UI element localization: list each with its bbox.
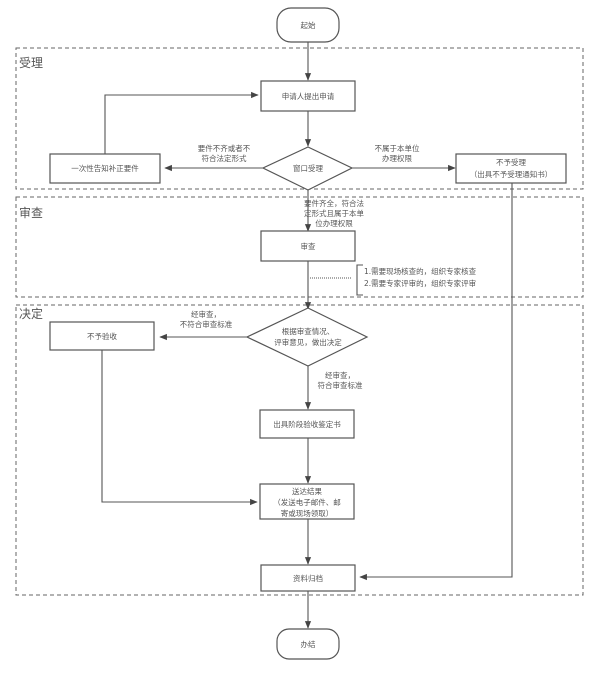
label-pass-review-line1: 经审查， xyxy=(325,370,355,380)
node-reject-check-label: 不予验收 xyxy=(87,331,117,341)
label-incomplete-line2: 符合法定形式 xyxy=(202,153,247,163)
lane-title-accept: 受理 xyxy=(19,56,43,70)
lane-title-review: 审查 xyxy=(19,205,43,220)
annotation-line1: 1.需要现场核查的，组织专家核查 xyxy=(364,266,477,276)
node-review[interactable]: 审查 xyxy=(260,230,356,262)
annotation-bracket xyxy=(356,264,363,296)
node-deliver-line1: 送达结果 xyxy=(292,486,322,496)
label-out-of-scope-line2: 办理权限 xyxy=(382,153,412,163)
node-end-label: 办结 xyxy=(301,639,316,649)
label-out-of-scope-line1: 不属于本单位 xyxy=(375,143,420,153)
node-archive-label: 资料归档 xyxy=(293,573,323,583)
node-supplement-label: 一次性告知补正要件 xyxy=(71,163,139,173)
node-issue-cert-label: 出具阶段验收鉴定书 xyxy=(273,419,341,429)
node-reject-accept-line1: 不予受理 xyxy=(496,157,526,167)
node-decision-line1: 根据审查情况、 xyxy=(282,326,335,336)
node-reject-accept[interactable]: 不予受理 （出具不予受理通知书） xyxy=(455,153,567,184)
node-deliver-line3: 寄或现场领取） xyxy=(281,508,334,518)
label-fail-review-line2: 不符合审查标准 xyxy=(180,319,233,329)
label-incomplete-line1: 要件不齐或者不 xyxy=(198,143,251,153)
label-fail-review: 经审查， 不符合审查标准 xyxy=(180,309,233,329)
node-window-label: 窗口受理 xyxy=(293,163,323,173)
node-apply-label: 申请人提出申请 xyxy=(282,91,335,101)
lane-decide: 决定 xyxy=(15,304,584,596)
node-apply[interactable]: 申请人提出申请 xyxy=(260,80,356,112)
review-annotation: 1.需要现场核查的，组织专家核查 2.需要专家评审的，组织专家评审 xyxy=(364,266,477,288)
node-issue-cert[interactable]: 出具阶段验收鉴定书 xyxy=(259,409,355,439)
node-deliver[interactable]: 送达结果 （发送电子邮件、邮 寄或现场领取） xyxy=(259,483,355,520)
node-start-label: 起始 xyxy=(301,20,316,30)
node-archive[interactable]: 资料归档 xyxy=(260,564,356,592)
label-out-of-scope: 不属于本单位 办理权限 xyxy=(375,143,420,163)
node-decision[interactable]: 根据审查情况、 评审意见，做出决定 xyxy=(245,307,369,367)
node-end[interactable]: 办结 xyxy=(276,628,340,660)
label-fail-review-line1: 经审查， xyxy=(191,309,221,319)
label-pass-review-line2: 符合审查标准 xyxy=(318,380,363,390)
edge-reject-deliver xyxy=(101,350,258,506)
label-complete-line1: 要件齐全，符合法 xyxy=(304,198,364,208)
lane-accept: 受理 xyxy=(15,47,584,190)
label-incomplete: 要件不齐或者不 符合法定形式 xyxy=(198,143,251,163)
node-reject-check[interactable]: 不予验收 xyxy=(49,321,155,351)
lane-review: 审查 xyxy=(15,196,584,298)
label-complete-line2: 定形式且属于本单 xyxy=(304,208,364,218)
node-decision-line2: 评审意见，做出决定 xyxy=(274,337,342,347)
node-window-decision[interactable]: 窗口受理 xyxy=(261,146,354,191)
node-review-label: 审查 xyxy=(301,241,316,251)
node-supplement[interactable]: 一次性告知补正要件 xyxy=(49,153,161,184)
edge-supplement-apply xyxy=(104,91,259,155)
node-start[interactable]: 起始 xyxy=(276,7,340,43)
node-deliver-line2: （发送电子邮件、邮 xyxy=(273,497,341,507)
annotation-line2: 2.需要专家评审的，组织专家评审 xyxy=(364,278,476,288)
lane-title-decide: 决定 xyxy=(19,306,43,321)
label-complete-line3: 位办理权限 xyxy=(315,218,353,228)
label-complete: 要件齐全，符合法 定形式且属于本单 位办理权限 xyxy=(304,198,364,228)
edge-reject-archive xyxy=(359,180,513,581)
edges xyxy=(101,42,513,629)
label-pass-review: 经审查， 符合审查标准 xyxy=(318,370,363,390)
node-reject-accept-line2: （出具不予受理通知书） xyxy=(470,169,553,179)
